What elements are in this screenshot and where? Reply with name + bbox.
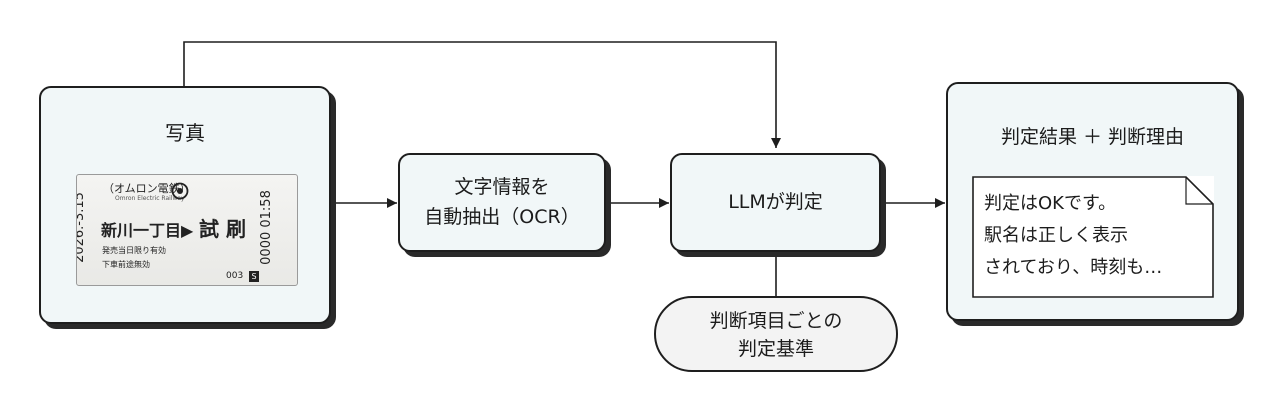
ticket-type: 試 刷 (199, 217, 246, 241)
arrow-photo-to-llm (183, 41, 781, 148)
llm-judge-node: LLMが判定 (670, 153, 881, 252)
result-text-line: されており、時刻も… (984, 257, 1163, 278)
ticket-serial-badge: S (249, 271, 259, 282)
ticket-validity-1: 発売当日限り有効 (102, 246, 166, 255)
criteria-line-1: 判断項目ごとの (709, 310, 843, 332)
criteria-node: 判断項目ごとの 判定基準 (654, 296, 898, 372)
ticket-serial: 003 (226, 271, 244, 281)
criteria-line-2: 判定基準 (737, 338, 814, 360)
photo-node: 写真 （オムロン電鉄） Omron Electric Railway 2026.… (39, 86, 331, 324)
result-text-line: 判定はOKです。 (984, 193, 1117, 214)
result-text-line: 駅名は正しく表示 (984, 225, 1128, 246)
ticket-route: 新川一丁目▶ (101, 221, 194, 240)
result-node-title: 判定結果 ＋ 判断理由 (1000, 126, 1185, 148)
result-document: 判定はOKです。 駅名は正しく表示 されており、時刻も… (972, 176, 1214, 298)
ticket-date: 2026.-3.15 (76, 192, 87, 263)
ocr-node: 文字情報を 自動抽出（OCR） (398, 153, 606, 252)
document-outline (972, 176, 1214, 298)
ocr-node-line-1: 文字情報を (454, 176, 550, 198)
result-node: 判定結果 ＋ 判断理由 判定はOKです。 駅名は正しく表示 されており、時刻も… (946, 82, 1239, 321)
photo-node-title: 写真 (165, 121, 205, 145)
train-ticket-photo: （オムロン電鉄） Omron Electric Railway 2026.-3.… (76, 174, 298, 286)
ticket-number: 0000 01:58 (258, 190, 274, 265)
ticket-issuer: （オムロン電鉄） (103, 182, 191, 195)
llm-node-label: LLMが判定 (728, 191, 823, 213)
ocr-node-line-2: 自動抽出（OCR） (424, 206, 580, 228)
ticket-issuer-en: Omron Electric Railway (115, 195, 185, 202)
railway-logo-icon (171, 182, 189, 200)
ticket-validity-2: 下車前途無効 (102, 260, 150, 269)
